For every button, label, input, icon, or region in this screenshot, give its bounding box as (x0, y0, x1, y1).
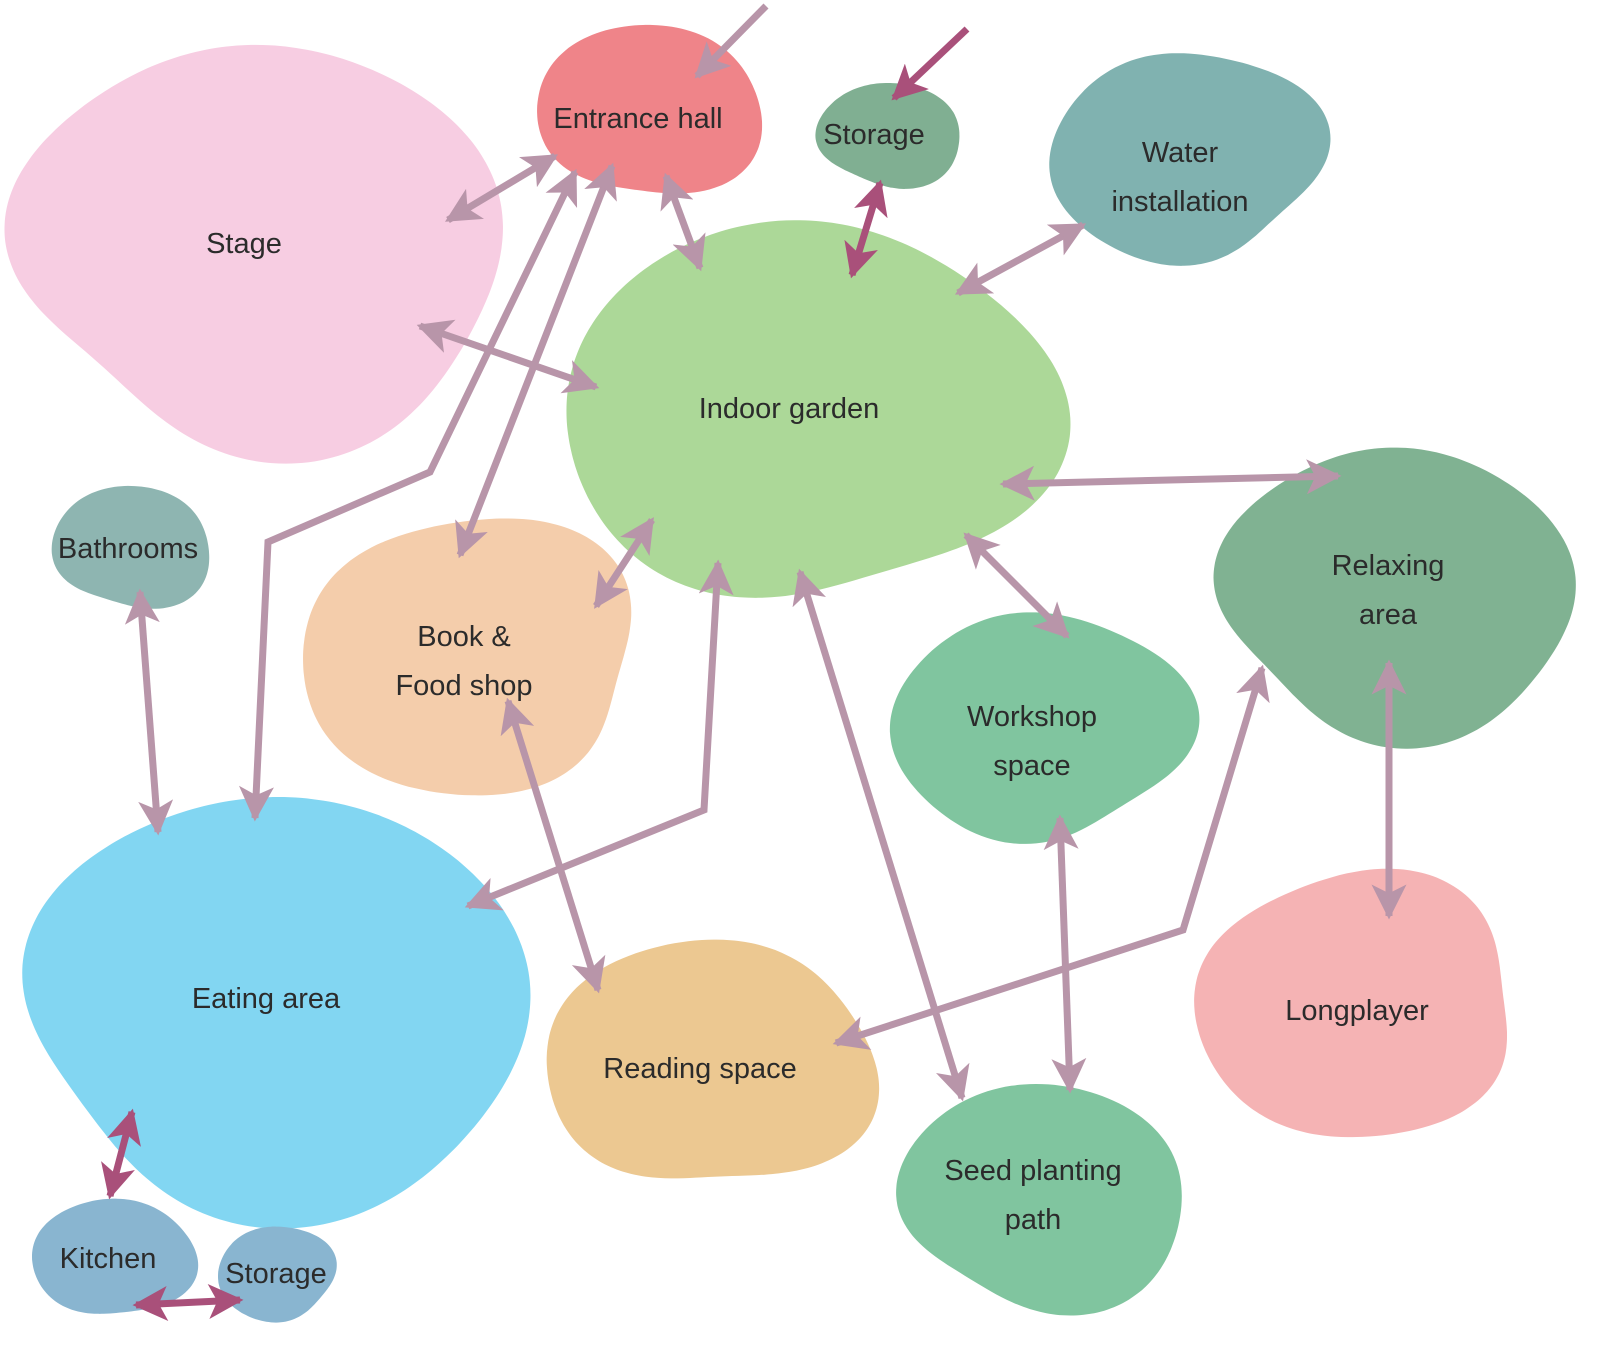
rooms-layer (4, 24, 1576, 1323)
link-indoor-garden-to-workshop-space (963, 532, 1070, 639)
room-longplayer (1194, 868, 1508, 1138)
room-label-stage: Stage (206, 228, 282, 260)
room-label-seed-planting-path: Seed planting path (944, 1155, 1121, 1236)
room-storage-top (815, 82, 960, 189)
room-relaxing-area (1213, 447, 1576, 749)
room-label-line: area (1359, 599, 1418, 631)
room-label-line: Indoor garden (699, 393, 880, 425)
link-kitchen-to-storage-bottom (132, 1284, 244, 1321)
room-label-line: path (1005, 1204, 1061, 1236)
room-label-workshop-space: Workshop space (967, 701, 1097, 782)
room-label-line: Kitchen (60, 1243, 157, 1275)
room-label-indoor-garden: Indoor garden (699, 393, 880, 425)
room-label-book-food-shop: Book & Food shop (395, 621, 532, 702)
room-label-eating-area: Eating area (192, 983, 341, 1015)
link-entrance-to-storage-top (891, 26, 970, 101)
link-entrance-hall-to-indoor-garden (660, 172, 706, 272)
room-label-line: Bathrooms (58, 533, 198, 565)
room-book-food-shop (303, 518, 632, 796)
room-label-line: Workshop (967, 701, 1097, 733)
room-label-line: Storage (225, 1258, 327, 1290)
link-stage-to-indoor-garden (416, 319, 600, 394)
room-label-longplayer: Longplayer (1285, 995, 1429, 1027)
room-label-line: Book & (417, 621, 511, 653)
room-label-line: Longplayer (1285, 995, 1429, 1027)
link-bathrooms-to-eating-area (124, 588, 174, 836)
link-workshop-space-to-seed-planting-path (1043, 814, 1087, 1094)
room-storage-bottom (218, 1226, 337, 1323)
room-label-water-installation: Water installation (1111, 137, 1248, 218)
room-seed-planting-path (896, 1084, 1182, 1316)
room-bathrooms (51, 485, 210, 609)
room-label-line: Water (1142, 137, 1219, 169)
room-indoor-garden (566, 220, 1071, 598)
link-relaxing-area-to-reading-space (832, 664, 1270, 1050)
room-label-line: Storage (823, 119, 925, 151)
room-label-bathrooms: Bathrooms (58, 533, 198, 565)
room-label-storage-bottom: Storage (225, 1258, 327, 1290)
room-label-line: Food shop (395, 670, 532, 702)
room-label-storage-top: Storage (823, 119, 925, 151)
link-eating-area-to-kitchen (101, 1108, 141, 1200)
room-label-line: Reading space (603, 1053, 796, 1085)
link-entrance-to-entrance-hall (694, 3, 769, 79)
room-label-line: Stage (206, 228, 282, 260)
room-label-line: Eating area (192, 983, 341, 1015)
link-water-installation-to-indoor-garden (954, 221, 1087, 297)
room-label-entrance-hall: Entrance hall (553, 103, 722, 135)
connections-layer (101, 3, 1407, 1321)
room-label-line: Seed planting (944, 1155, 1121, 1187)
room-label-reading-space: Reading space (603, 1053, 796, 1085)
room-label-line: Entrance hall (553, 103, 722, 135)
room-water-installation (1049, 53, 1331, 266)
link-indoor-garden-to-relaxing-area (999, 459, 1342, 501)
link-storage-top-to-indoor-garden (844, 179, 888, 279)
room-label-relaxing-area: Relaxing area (1332, 550, 1445, 631)
room-label-line: Relaxing (1332, 550, 1445, 582)
room-label-line: installation (1111, 186, 1248, 218)
link-book-food-shop-to-reading-space (500, 697, 606, 994)
room-eating-area (22, 797, 531, 1229)
room-label-line: space (993, 750, 1070, 782)
room-label-kitchen: Kitchen (60, 1243, 157, 1275)
